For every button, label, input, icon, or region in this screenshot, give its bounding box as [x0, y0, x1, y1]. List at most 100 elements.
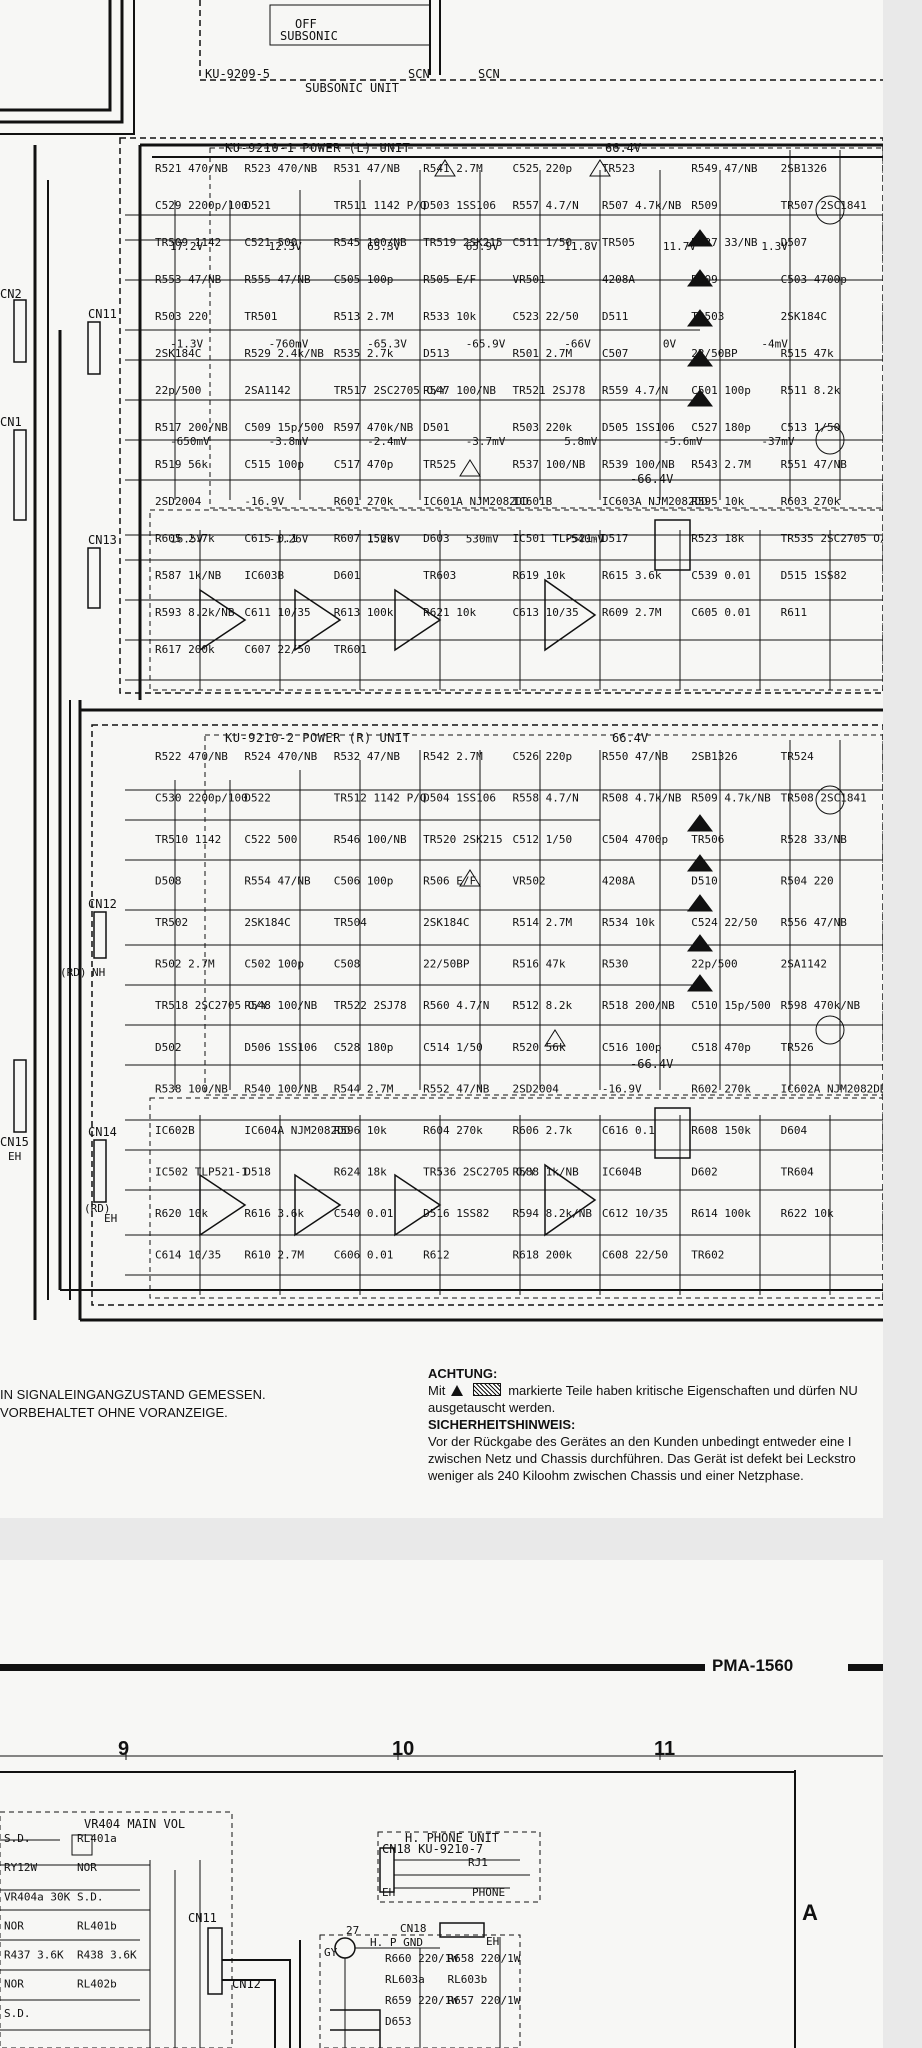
power-l-label-15: TR507 2SC1841	[781, 199, 867, 212]
hphone-sub-label: CN18 KU-9210-7	[382, 1842, 483, 1856]
power-r-label-60: R520 56k	[513, 1041, 566, 1054]
power-l-label-61: D505 1SS106	[602, 421, 675, 434]
power-r-label-68: 2SD2004	[513, 1082, 560, 1095]
relay-label-5: S.D.	[77, 1890, 104, 1903]
relay-label-7: RL401b	[77, 1919, 117, 1932]
power-r-label-42: C508	[334, 958, 361, 971]
power-l-label-23: D507	[781, 236, 808, 249]
power-l-label-9: D521	[244, 199, 271, 212]
power-l-label-40: 2SK184C	[155, 347, 201, 360]
power-l-label-11: D503 1SS106	[423, 199, 496, 212]
model-banner: PMA-1560	[0, 1656, 883, 1675]
relay-label-1: RL401a	[77, 1832, 117, 1845]
power-l-label-74: R601 270k	[334, 495, 394, 508]
power-l-label-26: C505 100p	[334, 273, 394, 286]
power-r-label-58: C528 180p	[334, 1041, 394, 1054]
banner-bar	[0, 1664, 705, 1671]
power-l-label-66: C517 470p	[334, 458, 394, 471]
hphone-resistor-5: R657 220/1W	[448, 1994, 521, 2007]
power-r-label-35: 2SK184C	[423, 916, 469, 929]
power-r-label-46: 22p/500	[691, 958, 737, 971]
achtung-text-a: Mit	[428, 1383, 446, 1398]
power-l-label-70: R543 2.7M	[691, 458, 751, 471]
power-r-label-71: IC602A NJM2082DD	[781, 1082, 883, 1095]
power-l-label-60: R503 220k	[513, 421, 573, 434]
power-r-label-88: R620 10k	[155, 1207, 208, 1220]
power-l-label-6: R549 47/NB	[691, 162, 758, 175]
power-l-label-88: R587 1k/NB	[155, 569, 222, 582]
column-number-9: 9	[118, 1738, 130, 1760]
schematic-page-lower: PMA-1560 9 10 11 A VR404 MAIN VOL	[0, 1560, 883, 2048]
relay-label-4: VR404a 30K	[4, 1890, 71, 1903]
sicherheit-line-1: Vor der Rückgabe des Gerätes an den Kund…	[428, 1434, 852, 1449]
power-r-label-32: TR502	[155, 916, 188, 929]
power-l-label-81: C615 0.1	[244, 532, 297, 545]
relay-label-12: S.D.	[4, 2007, 31, 2020]
hphone-unit-label: H. PHONE UNIT	[405, 1831, 499, 1845]
power-r-label-65: R540 100/NB	[244, 1082, 317, 1095]
hphone-resistor-2: RL603a	[385, 1973, 425, 1986]
power-l-label-33: TR501	[244, 310, 277, 323]
power-r-label-63: TR526	[781, 1041, 814, 1054]
power-l-label-51: R547 100/NB	[423, 384, 496, 397]
power-l-label-2: R531 47/NB	[334, 162, 401, 175]
power-l-label-19: TR519 2SK215	[423, 236, 502, 249]
power-l-label-78: R595 10k	[691, 495, 744, 508]
power-l-label-54: C501 100p	[691, 384, 751, 397]
power-l-label-1: R523 470/NB	[244, 162, 317, 175]
power-l-voltage-19: -5.6mV	[663, 435, 703, 448]
power-l-label-71: R551 47/NB	[781, 458, 848, 471]
power-l-voltage-1: 12.3V	[269, 240, 302, 253]
power-l-label-72: 2SD2004	[155, 495, 202, 508]
power-l-label-99: R621 10k	[423, 606, 476, 619]
power-r-label-76: R606 2.7k	[513, 1124, 573, 1137]
power-l-label-25: R555 47/NB	[244, 273, 311, 286]
power-r-label-25: R554 47/NB	[244, 875, 311, 888]
relay-label-6: NOR	[4, 1919, 24, 1932]
power-l-label-96: R593 8.2k/NB	[155, 606, 235, 619]
power-r-label-7: TR524	[781, 750, 814, 763]
power-l-label-98: R613 100k	[334, 606, 394, 619]
gnd-27: 27	[346, 1924, 359, 1937]
power-r-label-30: D510	[691, 875, 718, 888]
power-r-label-40: R502 2.7M	[155, 958, 215, 971]
power-r-label-26: C506 100p	[334, 875, 394, 888]
power-l-voltage-3: 65.9V	[466, 240, 499, 253]
power-r-label-67: R552 47/NB	[423, 1082, 490, 1095]
power-r-label-62: C518 470p	[691, 1041, 751, 1054]
power-l-label-48: 22p/500	[155, 384, 201, 397]
power-l-label-55: R511 8.2k	[781, 384, 841, 397]
power-r-label-102: TR602	[691, 1249, 724, 1262]
power-l-label-82: R607 150k	[334, 532, 394, 545]
power-r-label-95: R622 10k	[781, 1207, 834, 1220]
subsonic-unit-name: SUBSONIC UNIT	[305, 81, 399, 95]
schematic-page-upper: OFF SUBSONIC KU-9209-5 SUBSONIC UNIT SCN…	[0, 0, 883, 1518]
power-r-label-50: TR522 2SJ78	[334, 999, 407, 1012]
power-r-label-11: D504 1SS106	[423, 792, 496, 805]
power-r-label-55: R598 470k/NB	[781, 999, 861, 1012]
power-l-label-36: C523 22/50	[513, 310, 579, 323]
relay-label-10: NOR	[4, 1978, 24, 1991]
model-name: PMA-1560	[712, 1656, 794, 1675]
power-l-voltage-16: -2.4mV	[367, 435, 407, 448]
power-r-label-13: R508 4.7k/NB	[602, 792, 682, 805]
relay-label-0: S.D.	[4, 1832, 31, 1845]
power-l-label-87: TR535 2SC2705 O/Y	[781, 532, 883, 545]
power-r-label-41: C502 100p	[244, 958, 304, 971]
power-l-label-42: R535 2.7k	[334, 347, 394, 360]
power-r-label-80: IC502 TLP521-1	[155, 1165, 248, 1178]
power-l-label-106: TR601	[334, 643, 367, 656]
power-r-label-15: TR508 2SC1841	[781, 792, 867, 805]
power-l-label-56: R517 200/NB	[155, 421, 228, 434]
power-r-label-22: TR506	[691, 833, 724, 846]
achtung-text-b: markierte Teile haben kritische Eigensch…	[508, 1383, 858, 1398]
power-l-voltage-7: -1.3V	[170, 338, 203, 351]
power-r-label-101: C608 22/50	[602, 1249, 668, 1262]
power-r-connector-1: CN14	[88, 1125, 117, 1139]
hphone-phone-label: PHONE	[472, 1886, 505, 1899]
power-l-label-17: C521 500	[244, 236, 297, 249]
